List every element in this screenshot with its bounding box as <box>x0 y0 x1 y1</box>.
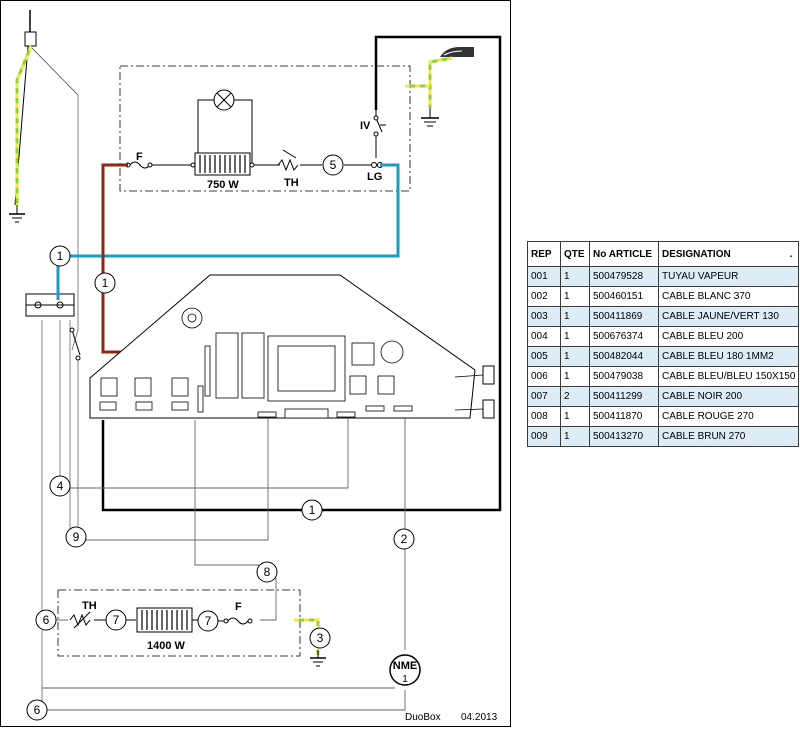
marker-4: 4 <box>49 475 71 497</box>
diagram-frame <box>0 0 511 727</box>
col-qte: QTE <box>560 241 590 267</box>
board-connectors-right <box>454 365 495 419</box>
top-circuit <box>148 99 377 166</box>
door-switch <box>69 327 81 361</box>
lg-connector-icon <box>371 162 383 168</box>
svg-text:5: 5 <box>330 158 337 172</box>
heater-top-icon <box>190 152 255 176</box>
marker-9: 9 <box>65 526 87 548</box>
marker-7-left: 7 <box>105 609 127 631</box>
fuse-bottom-icon <box>218 617 253 625</box>
steam-iron-icon <box>440 47 474 57</box>
earth-symbol-top <box>421 108 439 127</box>
marker-3: 3 <box>309 627 331 649</box>
earth-wire-mains <box>15 45 33 205</box>
control-board-components <box>99 307 413 419</box>
marker-5: 5 <box>322 154 344 176</box>
header-mark: . <box>789 248 793 260</box>
col-article: No ARTICLE <box>589 241 659 267</box>
thermostat-top-icon <box>277 149 299 172</box>
thermostat-top-label: TH <box>284 177 299 189</box>
svg-text:6: 6 <box>34 703 41 717</box>
lamp-icon <box>213 89 235 111</box>
col-rep: REP <box>527 241 561 267</box>
black-wire-loop <box>101 35 502 512</box>
earth-symbol-bottom <box>310 650 326 667</box>
svg-text:7: 7 <box>113 613 120 627</box>
svg-text:7: 7 <box>205 614 212 628</box>
parts-table-header: REP QTE No ARTICLE DESIGNATION . <box>527 241 800 267</box>
svg-text:4: 4 <box>57 479 64 493</box>
marker-1-left: 1 <box>49 245 71 267</box>
marker-6-upper: 6 <box>35 609 57 631</box>
wiring-schematic: F 750 W TH 5 IV LG <box>9 10 502 723</box>
mains-cable <box>14 10 79 206</box>
heater-bottom-icon <box>136 607 193 633</box>
heater-top-power: 750 W <box>207 179 239 191</box>
fuse-bottom-label: F <box>235 601 242 613</box>
fuse-top-label: F <box>136 151 143 163</box>
svg-text:9: 9 <box>73 530 80 544</box>
svg-text:8: 8 <box>264 565 271 579</box>
marker-8: 8 <box>256 561 278 583</box>
svg-text:3: 3 <box>317 631 324 645</box>
bottom-module-outline <box>57 589 301 657</box>
nme-pin: 1 <box>402 674 408 685</box>
blue-wire <box>56 163 400 300</box>
thermostat-bottom-icon <box>69 611 106 629</box>
top-module-outline <box>119 65 411 192</box>
marker-2: 2 <box>393 528 415 550</box>
light-switch-label: IV <box>360 120 371 132</box>
marker-7-right: 7 <box>197 610 219 632</box>
svg-text:2: 2 <box>401 532 408 546</box>
nme-label: NME <box>393 660 417 672</box>
terminal-block <box>25 293 75 317</box>
svg-text:1: 1 <box>57 249 64 263</box>
marker-1-brown: 1 <box>94 272 116 294</box>
left-wires <box>41 95 79 710</box>
svg-text:1: 1 <box>309 503 316 517</box>
earth-symbol-mains <box>9 205 25 223</box>
thermostat-bottom-label: TH <box>82 600 97 612</box>
lg-label: LG <box>367 171 382 183</box>
footer-date: 04.2013 <box>461 712 498 723</box>
earth-wire-top <box>405 56 453 108</box>
footer-brand: DuoBox <box>405 712 441 723</box>
lower-wires <box>30 418 406 711</box>
heater-bottom-power: 1400 W <box>147 640 186 652</box>
svg-text:6: 6 <box>43 613 50 627</box>
svg-text:1: 1 <box>102 276 109 290</box>
light-switch-icon <box>373 110 386 137</box>
col-designation: DESIGNATION . <box>657 241 800 267</box>
nme-motor-icon: NME 1 <box>389 654 421 686</box>
marker-1-bottom: 1 <box>301 499 323 521</box>
marker-6-lower: 6 <box>26 699 48 721</box>
